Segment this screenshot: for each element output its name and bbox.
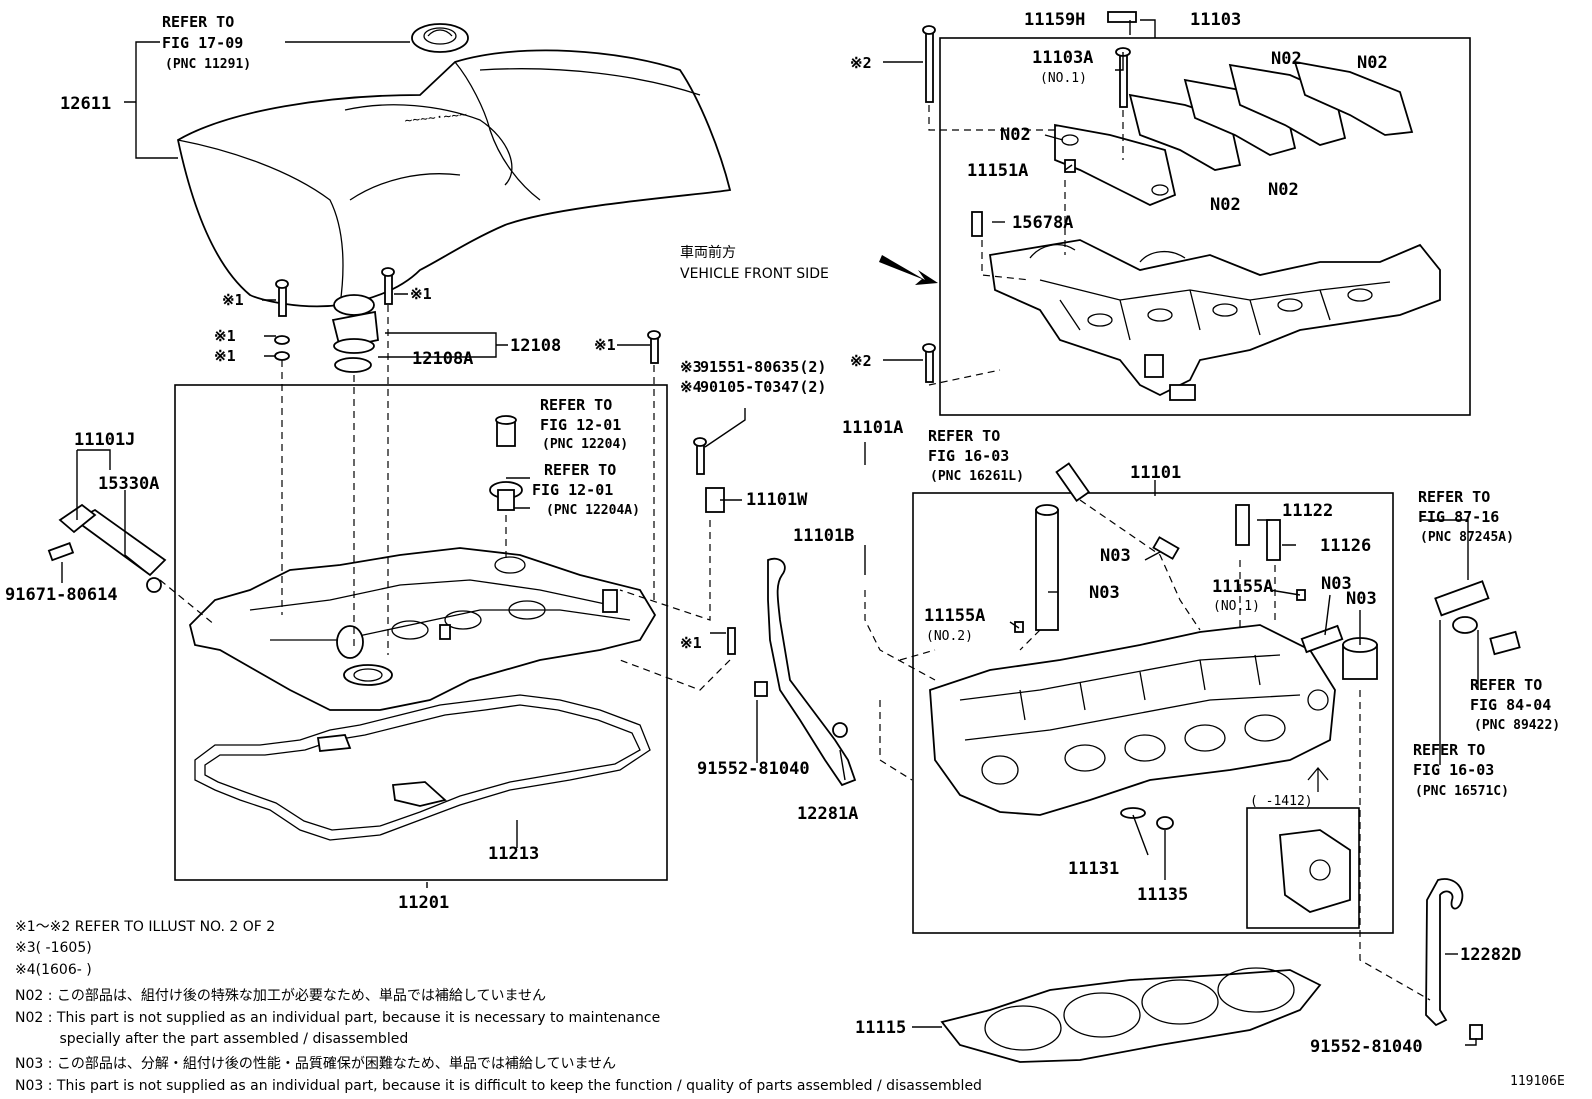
refer-fig-84-04: REFER TO FIG 84-04 (PNC 89422) xyxy=(1470,676,1560,733)
label-n02-1: N02 xyxy=(1000,125,1031,145)
note-6: specially after the part assembled / dis… xyxy=(15,1031,408,1047)
figure-id: 119106E xyxy=(1510,1074,1565,1089)
label-11131: 11131 xyxy=(1068,859,1119,879)
note-5: N02 : This part is not supplied as an in… xyxy=(15,1010,660,1026)
mark-4: ※4 xyxy=(680,378,702,396)
note-8: N03 : This part is not supplied as an in… xyxy=(15,1078,982,1094)
frame-serial-inset xyxy=(1246,807,1360,929)
label-n03-3: N03 xyxy=(1321,574,1352,594)
mark-1f: ※1 xyxy=(680,634,702,652)
note-2: ※3( -1605) xyxy=(15,940,92,956)
label-12281a: 12281A xyxy=(797,804,858,824)
mark-3: ※3 xyxy=(680,358,702,376)
brackets-drawing xyxy=(754,557,1483,1063)
label-11122: 11122 xyxy=(1282,501,1333,521)
label-n03-4: N03 xyxy=(1346,589,1377,609)
assembly-lines xyxy=(159,105,1431,1001)
refer-fig-12-01-b: REFER TO FIG 12-01 (PNC 12204A) xyxy=(532,461,640,518)
label-11101b: 11101B xyxy=(793,526,854,546)
frame-11101 xyxy=(912,492,1394,934)
svg-text:~~~~·~~~: ~~~~·~~~ xyxy=(404,107,468,128)
label-n03-2: N03 xyxy=(1089,583,1120,603)
vehicle-front-arrow xyxy=(879,255,938,285)
refer-fig-16-03-b: REFER TO FIG 16-03 (PNC 16571C) xyxy=(1413,741,1509,799)
label-91552b: 91552-81040 xyxy=(1310,1037,1423,1057)
leader-lines xyxy=(61,19,1479,1046)
cylinder-head-drawing xyxy=(929,462,1521,913)
label-11159h: 11159H xyxy=(1024,10,1085,30)
vehicle-front-jp: 車両前方 xyxy=(680,244,736,261)
footnotes: ※1～※2 REFER TO ILLUST NO. 2 OF 2 ※3( -16… xyxy=(15,919,982,1094)
mark-1d: ※1 xyxy=(410,285,432,303)
label-91671: 91671-80614 xyxy=(5,585,118,605)
mark-1e: ※1 xyxy=(594,336,616,354)
refer-fig-17-09: REFER TO FIG 17-09 (PNC 11291) xyxy=(162,13,252,72)
label-n02-5: N02 xyxy=(1268,180,1299,200)
label-11135: 11135 xyxy=(1137,885,1188,905)
mark-3-part: 91551-80635(2) xyxy=(700,358,826,376)
mark-2b: ※2 xyxy=(850,352,872,370)
frame-11201 xyxy=(174,384,668,881)
label-11101j: 11101J xyxy=(74,430,135,450)
note-3: ※4(1606- ) xyxy=(15,962,92,978)
mark-4-part: 90105-T0347(2) xyxy=(700,378,826,396)
label-n03-1: N03 xyxy=(1100,546,1131,566)
refer-fig-12-01-a: REFER TO FIG 12-01 (PNC 12204) xyxy=(540,396,630,452)
label-15330a: 15330A xyxy=(98,474,159,494)
camshaft-housing-drawing xyxy=(922,11,1441,401)
label-n02-3: N02 xyxy=(1357,53,1388,73)
label-11201: 11201 xyxy=(398,893,449,913)
mark-2a: ※2 xyxy=(850,54,872,72)
label-91552a: 91552-81040 xyxy=(697,759,810,779)
label-12108: 12108 xyxy=(510,336,561,356)
label-12282d: 12282D xyxy=(1460,945,1521,965)
label-11151a: 11151A xyxy=(967,161,1028,181)
frame-11103 xyxy=(939,37,1471,416)
label-n02-4: N02 xyxy=(1210,195,1241,215)
label-11213: 11213 xyxy=(488,844,539,864)
label-11103: 11103 xyxy=(1190,10,1241,30)
refer-blocks: REFER TO FIG 17-09 (PNC 11291) REFER TO … xyxy=(162,13,1560,799)
label-12108a: 12108A xyxy=(412,349,473,369)
label-11103a-sub: (NO.1) xyxy=(1040,71,1087,86)
mark-1b: ※1 xyxy=(214,327,236,345)
label-11126: 11126 xyxy=(1320,536,1371,556)
label-11155a-1: 11155A xyxy=(1212,577,1273,597)
label-11155a-2: 11155A xyxy=(924,606,985,626)
label-15678a: 15678A xyxy=(1012,213,1073,233)
note-1: ※1～※2 REFER TO ILLUST NO. 2 OF 2 xyxy=(15,919,275,935)
label-11101: 11101 xyxy=(1130,463,1181,483)
vehicle-front-en: VEHICLE FRONT SIDE xyxy=(680,266,829,282)
label-serial-box: ( -1412) xyxy=(1250,794,1313,809)
label-11101a: 11101A xyxy=(842,418,903,438)
head-cover-drawing xyxy=(47,267,736,841)
label-11155a-1-sub: (NO.1) xyxy=(1213,599,1260,614)
mark-1c: ※1 xyxy=(214,347,236,365)
note-7: N03 : この部品は、分解・組付け後の性能・品質確保が困難なため、単品では補給… xyxy=(15,1056,616,1072)
note-4: N02 : この部品は、組付け後の特殊な加工が必要なため、単品では補給していませ… xyxy=(15,988,546,1004)
label-11115: 11115 xyxy=(855,1018,906,1038)
label-11155a-2-sub: (NO.2) xyxy=(926,629,973,644)
label-n02-2: N02 xyxy=(1271,49,1302,69)
refer-fig-16-03-a: REFER TO FIG 16-03 (PNC 16261L) xyxy=(928,427,1024,484)
engine-cover-drawing: ~~~~·~~~ xyxy=(176,23,732,308)
part-labels: 12611 12108 12108A 11101J 15330A 91671-8… xyxy=(5,10,1565,1089)
label-11101w: 11101W xyxy=(746,490,808,510)
refer-fig-87-16: REFER TO FIG 87-16 (PNC 87245A) xyxy=(1418,488,1514,545)
label-12611: 12611 xyxy=(60,94,111,114)
mark-1a: ※1 xyxy=(222,291,244,309)
label-11103a: 11103A xyxy=(1032,48,1093,68)
